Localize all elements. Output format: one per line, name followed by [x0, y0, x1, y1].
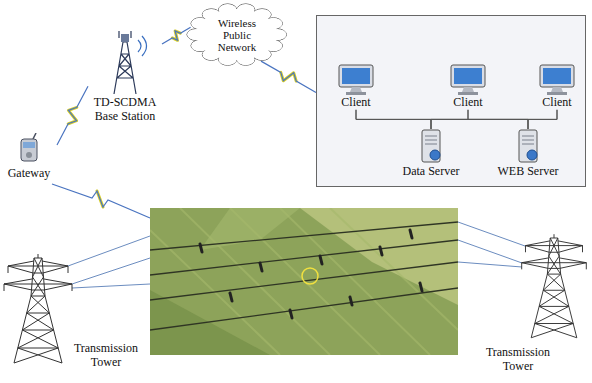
signal-waves — [138, 36, 147, 56]
power-line — [72, 284, 150, 288]
server-badge — [527, 150, 537, 160]
node-label: TD-SCDMA Base Station — [88, 96, 162, 124]
spacer — [420, 283, 422, 291]
field-row — [230, 208, 380, 355]
field — [150, 208, 458, 355]
device-button — [26, 152, 32, 158]
monitor-base — [458, 92, 478, 95]
server-case — [519, 130, 537, 162]
field-patch — [150, 290, 270, 355]
wireless-link — [52, 184, 150, 218]
monitor-icon — [448, 64, 488, 96]
monitor-stand — [462, 87, 474, 92]
monitor-frame — [451, 65, 485, 87]
antenna-head — [121, 34, 129, 42]
power-line — [458, 222, 525, 246]
node-label: WEB Server — [490, 165, 566, 179]
device-case — [21, 139, 37, 161]
tower-icon — [88, 30, 162, 96]
server-icon — [418, 129, 444, 165]
antenna — [119, 31, 131, 38]
power-line — [68, 236, 150, 266]
panel-ground — [316, 15, 586, 187]
wireless-link — [261, 61, 316, 92]
base-station: TD-SCDMA Base Station — [88, 30, 162, 124]
transmission-tower — [4, 254, 72, 363]
spacer — [290, 310, 292, 318]
sensor-highlight — [302, 268, 318, 284]
cloud-label: Wireless Public Network — [208, 17, 266, 53]
server-badge — [430, 150, 440, 160]
spacers — [200, 230, 422, 318]
spacer — [320, 256, 322, 264]
conductors — [150, 222, 458, 330]
network-cable — [528, 110, 557, 129]
power-line — [458, 240, 522, 263]
client-computer: Client — [440, 64, 496, 110]
label-box: Transmission Tower — [66, 342, 146, 370]
spacer — [350, 297, 352, 305]
drive-slots — [425, 136, 437, 144]
power-line — [458, 262, 522, 267]
power-line — [72, 258, 150, 284]
cloud-fill — [196, 9, 277, 60]
monitor-icon — [336, 64, 376, 96]
monitor-frame — [339, 65, 373, 87]
wireless-link — [162, 27, 191, 44]
device-display — [23, 142, 35, 148]
field-patch — [300, 208, 458, 305]
monitor-screen — [342, 68, 370, 84]
monitor-stand — [350, 87, 362, 92]
field-row — [180, 208, 330, 355]
drive-slots — [522, 136, 534, 144]
monitor-screen — [543, 68, 571, 84]
node-label: Client — [328, 96, 384, 110]
spacer — [230, 293, 232, 301]
server-panel: Client Client ClientData Server WEB Server — [316, 15, 586, 187]
transmission-tower — [522, 234, 587, 338]
monitor-base — [346, 92, 366, 95]
node-label: Client — [529, 96, 585, 110]
label-box: Transmission Tower — [478, 346, 558, 374]
spacer — [410, 230, 412, 238]
wireless-link — [57, 86, 88, 145]
network-cable — [431, 110, 557, 129]
antenna — [33, 133, 36, 139]
radio-line — [52, 184, 150, 218]
spacer — [200, 244, 202, 252]
field-row — [330, 208, 458, 330]
monitor-frame — [540, 65, 574, 87]
gateway-device: Gateway — [1, 133, 57, 181]
aerial-photo — [150, 208, 458, 355]
tower-label: Transmission Tower — [66, 342, 146, 370]
gateway-icon — [12, 133, 46, 167]
node-label: Client — [440, 96, 496, 110]
spacer — [260, 263, 262, 271]
monitor-screen — [454, 68, 482, 84]
server-computer: WEB Server — [490, 129, 566, 179]
server-case — [422, 130, 440, 162]
tower-frame — [114, 42, 136, 94]
monitor-icon — [537, 64, 577, 96]
node-label: Data Server — [393, 165, 469, 179]
client-computer: Client — [328, 64, 384, 110]
node-label: Gateway — [1, 167, 57, 181]
monitor-stand — [551, 87, 563, 92]
server-icon — [515, 129, 541, 165]
conductor — [150, 288, 458, 330]
field-rows — [150, 208, 458, 355]
tower-label: Transmission Tower — [478, 346, 558, 374]
client-computer: Client — [529, 64, 585, 110]
monitor-base — [547, 92, 567, 95]
network-cloud: Wireless Public Network — [196, 9, 277, 60]
server-computer: Data Server — [393, 129, 469, 179]
spacer — [380, 247, 382, 255]
